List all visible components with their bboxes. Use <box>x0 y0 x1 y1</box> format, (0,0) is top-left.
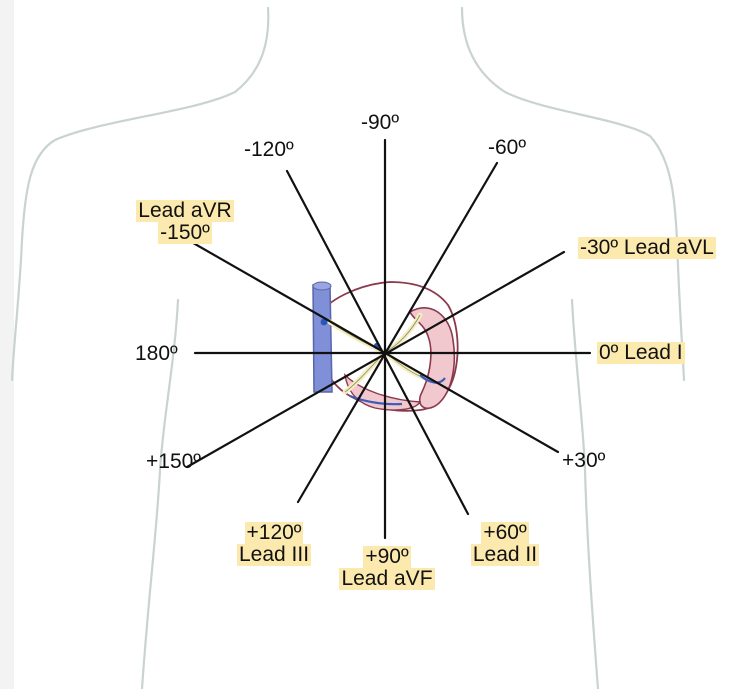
label-minus90: -90º <box>361 112 399 134</box>
lead-avl-angle: -30º <box>580 236 618 259</box>
label-lead-avf: +90º Lead aVF <box>329 546 445 590</box>
label-plus150: +150º <box>146 451 201 473</box>
label-180: 180º <box>135 343 178 365</box>
vena-cava-top <box>313 282 331 290</box>
lead-avf-name: Lead aVF <box>339 568 434 590</box>
lead-avf-angle: +90º <box>363 546 410 568</box>
lead-ii-name: Lead II <box>471 544 539 566</box>
lead-i-name: Lead I <box>624 341 682 364</box>
label-lead-i: 0º Lead I <box>597 342 685 364</box>
lead-iii-name: Lead III <box>237 544 311 566</box>
axis-lead-avr <box>181 236 558 452</box>
label-minus60: -60º <box>488 137 526 159</box>
right-arm-inner <box>572 300 598 689</box>
neck-left <box>12 8 268 380</box>
lead-avl-name: Lead aVL <box>624 236 714 259</box>
lead-avr-name: Lead aVR <box>136 200 233 222</box>
lead-i-angle: 0º <box>599 341 618 364</box>
label-lead-iii: +120º Lead III <box>222 522 326 566</box>
label-lead-avl: -30º Lead aVL <box>578 237 716 259</box>
lead-avr-angle: -150º <box>158 222 212 244</box>
label-minus120: -120º <box>244 139 294 161</box>
label-lead-ii: +60º Lead II <box>465 522 545 566</box>
label-lead-avr: Lead aVR -150º <box>118 200 252 244</box>
label-plus30: +30º <box>562 450 605 472</box>
lead-iii-angle: +120º <box>245 522 304 544</box>
superior-vena-cava <box>313 285 332 392</box>
lead-ii-angle: +60º <box>481 522 528 544</box>
